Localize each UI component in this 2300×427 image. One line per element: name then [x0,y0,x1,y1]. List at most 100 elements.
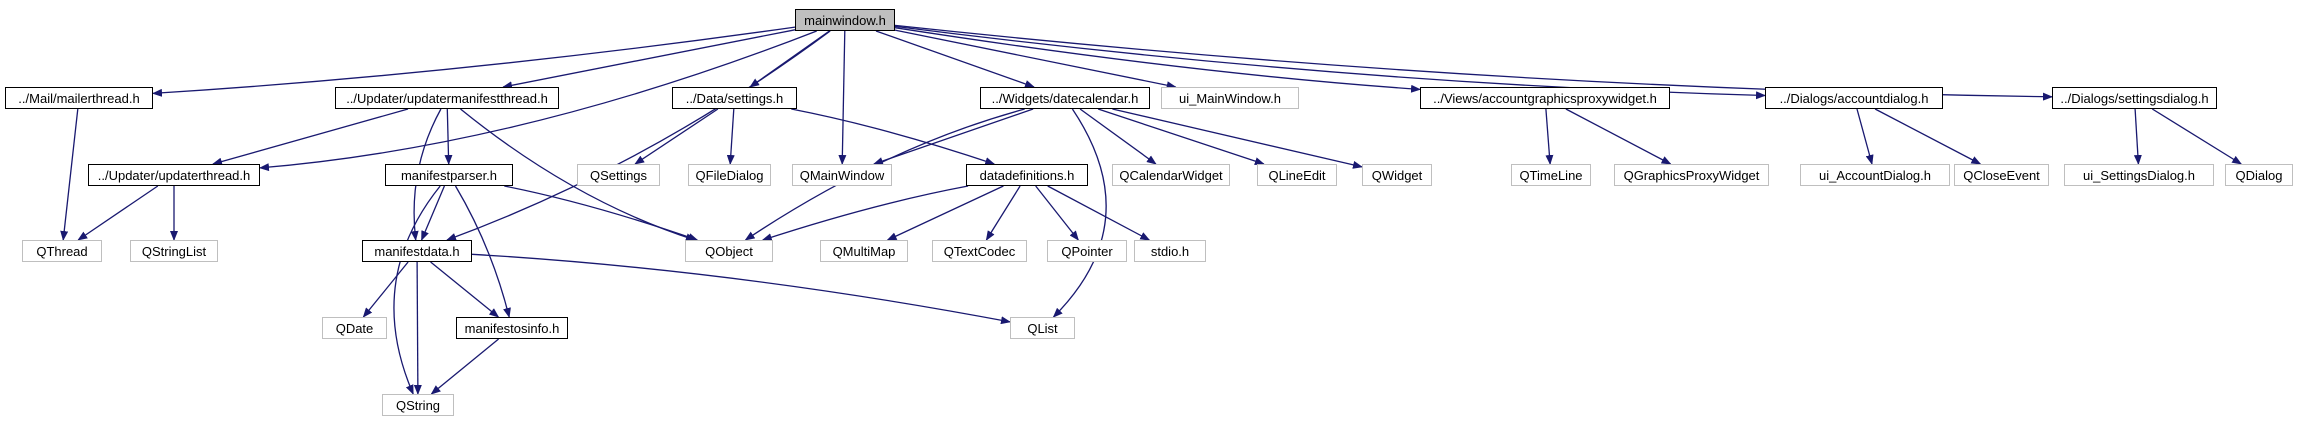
edge-settings-to-qsettings [634,108,719,165]
edge-datecal-to-qwidget [1112,108,1363,169]
node-uimain: ui_MainWindow.h [1161,87,1299,109]
node-mainwindow: mainwindow.h [795,9,895,31]
node-qmultimap: QMultiMap [820,240,908,262]
node-qdialog: QDialog [2225,164,2293,186]
edge-acctgfx-to-qtimeline [1545,108,1554,165]
edge-datecal-to-qcalwidget [1079,108,1157,165]
edge-mdata-to-qlist [471,253,1011,325]
node-label: QDialog [2235,167,2283,183]
node-datadefs[interactable]: datadefinitions.h [966,164,1088,186]
edge-acctdlg-to-uiacctdlg [1856,108,1874,165]
node-label: ../Data/settings.h [685,90,784,106]
node-label: QTimeLine [1519,167,1583,183]
edge-setdlg-to-uisetdlg [2133,108,2142,165]
edge-setdlg-to-qdialog [2151,108,2243,165]
edge-datadefs-to-stdio [1047,185,1151,241]
edge-mainwindow-to-updmanifest [502,29,796,90]
edge-mosinfo-to-qstring [430,338,500,395]
node-acctgfx[interactable]: ../Views/accountgraphicsproxywidget.h [1420,87,1670,109]
node-uisetdlg: ui_SettingsDialog.h [2064,164,2214,186]
node-stdio: stdio.h [1134,240,1206,262]
node-label: QStringList [141,243,207,259]
edge-mdata-to-mosinfo [430,261,500,318]
node-label: QString [395,397,441,413]
node-label: QPointer [1061,243,1113,259]
node-qstringlist: QStringList [130,240,218,262]
edge-acctdlg-to-qcloseevent [1874,108,1982,165]
node-label: QMainWindow [799,167,885,183]
edge-mainwindow-to-mailer [152,26,796,97]
node-label: manifestdata.h [374,243,460,259]
node-qcalwidget: QCalendarWidget [1112,164,1230,186]
node-updmanifest[interactable]: ../Updater/updatermanifestthread.h [335,87,559,109]
node-label: QCloseEvent [1963,167,2040,183]
node-uiacctdlg: ui_AccountDialog.h [1800,164,1950,186]
edge-mainwindow-to-acctdlg [894,25,1766,100]
node-label: QFileDialog [695,167,764,183]
node-mparser[interactable]: manifestparser.h [385,164,513,186]
node-qlineedit: QLineEdit [1257,164,1337,186]
edge-datecal-to-qobject [744,108,1025,241]
edge-mdata-to-qstring [413,261,422,395]
edge-mainwindow-to-settings [749,30,830,88]
edge-datadefs-to-qpointer [1035,185,1079,241]
node-qthread: QThread [22,240,102,262]
edge-mparser-to-qstring [393,185,441,395]
node-qlist: QList [1010,317,1075,339]
edge-datecal-to-qlist [1052,108,1107,318]
edge-mainwindow-to-acctgfx [894,27,1421,93]
node-qwidget: QWidget [1362,164,1432,186]
node-label: QCalendarWidget [1119,167,1223,183]
node-qobject: QObject [685,240,773,262]
node-datecal[interactable]: ../Widgets/datecalendar.h [980,87,1150,109]
node-label: datadefinitions.h [979,167,1075,183]
edge-acctgfx-to-qgfxproxy [1565,108,1672,165]
node-qsettings: QSettings [577,164,660,186]
edge-updmanifest-to-updthread [212,108,409,166]
node-qtextcodec: QTextCodec [932,240,1027,262]
node-acctdlg[interactable]: ../Dialogs/accountdialog.h [1765,87,1943,109]
node-label: QLineEdit [1268,167,1326,183]
node-qcloseevent: QCloseEvent [1954,164,2049,186]
node-mdata[interactable]: manifestdata.h [362,240,472,262]
node-label: ../Updater/updaterthread.h [97,167,251,183]
node-qpointer: QPointer [1047,240,1127,262]
edge-mainwindow-to-mdata [446,30,831,241]
node-label: ../Widgets/datecalendar.h [991,90,1139,106]
edge-settings-to-qfiledialog [726,108,735,165]
node-label: ui_SettingsDialog.h [2082,167,2196,183]
node-qgfxproxy: QGraphicsProxyWidget [1614,164,1769,186]
edge-mainwindow-to-uimain [894,29,1177,90]
node-mosinfo[interactable]: manifestosinfo.h [456,317,568,339]
node-label: QWidget [1371,167,1423,183]
edge-updmanifest-to-mparser [444,108,453,165]
edge-mparser-to-qobject [504,185,699,241]
edge-mainwindow-to-datecal [875,30,1035,88]
edge-datadefs-to-qtextcodec [985,185,1021,241]
node-label: QObject [705,243,753,259]
node-qfiledialog: QFileDialog [688,164,771,186]
edge-updthread-to-qthread [77,185,159,241]
node-qtimeline: QTimeLine [1511,164,1591,186]
edge-layer [60,24,2243,395]
edge-mdata-to-qdate [362,261,409,318]
node-label: QThread [36,243,88,259]
node-updthread[interactable]: ../Updater/updaterthread.h [88,164,260,186]
node-label: manifestparser.h [400,167,498,183]
node-label: QTextCodec [943,243,1016,259]
edge-datecal-to-qlineedit [1097,108,1265,165]
edge-mailer-to-qthread [60,108,79,241]
node-label: QDate [335,320,374,336]
edge-settings-to-datadefs [791,108,996,165]
node-label: stdio.h [1150,243,1190,259]
node-label: ../Dialogs/accountdialog.h [1779,90,1929,106]
node-setdlg[interactable]: ../Dialogs/settingsdialog.h [2052,87,2217,109]
node-label: mainwindow.h [804,12,886,28]
node-settings[interactable]: ../Data/settings.h [672,87,797,109]
node-mailer[interactable]: ../Mail/mailerthread.h [5,87,153,109]
node-label: QList [1027,320,1058,336]
edge-datadefs-to-qmultimap [886,185,1004,241]
node-label: QSettings [589,167,648,183]
node-label: ../Updater/updatermanifestthread.h [346,90,548,106]
